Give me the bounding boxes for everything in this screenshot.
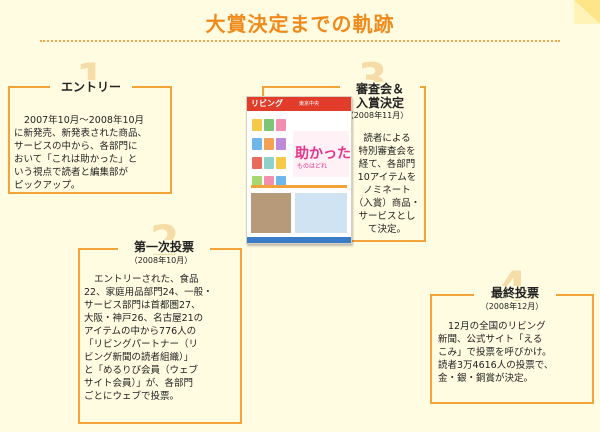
magazine-footer-bar bbox=[247, 237, 351, 243]
step-final-vote-date: （2008年12月） bbox=[480, 302, 544, 311]
step-judging-heading: 審査会＆ 入賞決定 bbox=[340, 82, 420, 110]
magazine-subheadline: ものはどれ bbox=[297, 163, 328, 170]
magazine-headline: 助かった bbox=[295, 146, 351, 162]
magazine-band bbox=[251, 185, 347, 188]
magazine-photo bbox=[251, 193, 291, 233]
title-divider bbox=[40, 40, 560, 42]
magazine-header-bar bbox=[247, 97, 351, 111]
magazine-product-grid bbox=[251, 117, 289, 193]
step-final-vote-heading: 最終投票 bbox=[474, 286, 556, 300]
page-title: 大賞決定までの軌跡 bbox=[205, 12, 395, 36]
step-entry-heading: エントリー bbox=[50, 80, 132, 94]
step-first-vote-text: エントリーされた、食品 22、家庭用品部門24、一般・ サービス部門は首都圏27… bbox=[84, 274, 213, 402]
step-first-vote-box bbox=[78, 248, 242, 424]
magazine-photo-secondary bbox=[295, 193, 347, 233]
step-first-vote-heading: 第一次投票 bbox=[118, 240, 210, 254]
folded-corner-icon bbox=[574, 0, 600, 24]
step-entry-box bbox=[8, 86, 172, 194]
step-judging-date: （2008年11月） bbox=[345, 111, 409, 120]
magazine-headline-area bbox=[293, 131, 349, 177]
magazine-brand: リビング bbox=[251, 99, 283, 108]
step-judging-text: 読者による 特別審査会を 経て、各部門 10アイテムを ノミネート （入賞）商品… bbox=[353, 133, 421, 235]
step-final-vote-text: 12月の全国のリビング 新聞、公式サイト「える こみ」で投票を呼びかけ。 読者3… bbox=[438, 321, 554, 384]
step-entry-text: 2007年10月～2008年10月 に新発売、新発表された商品、 サービスの中か… bbox=[14, 115, 148, 191]
step-first-vote-date: （2008年10月） bbox=[129, 256, 193, 265]
magazine-subtitle: 東京中央 bbox=[299, 101, 320, 107]
step-final-vote-box bbox=[430, 294, 594, 404]
magazine-cover-image: リビング 東京中央 助かった ものはどれ bbox=[246, 96, 352, 244]
